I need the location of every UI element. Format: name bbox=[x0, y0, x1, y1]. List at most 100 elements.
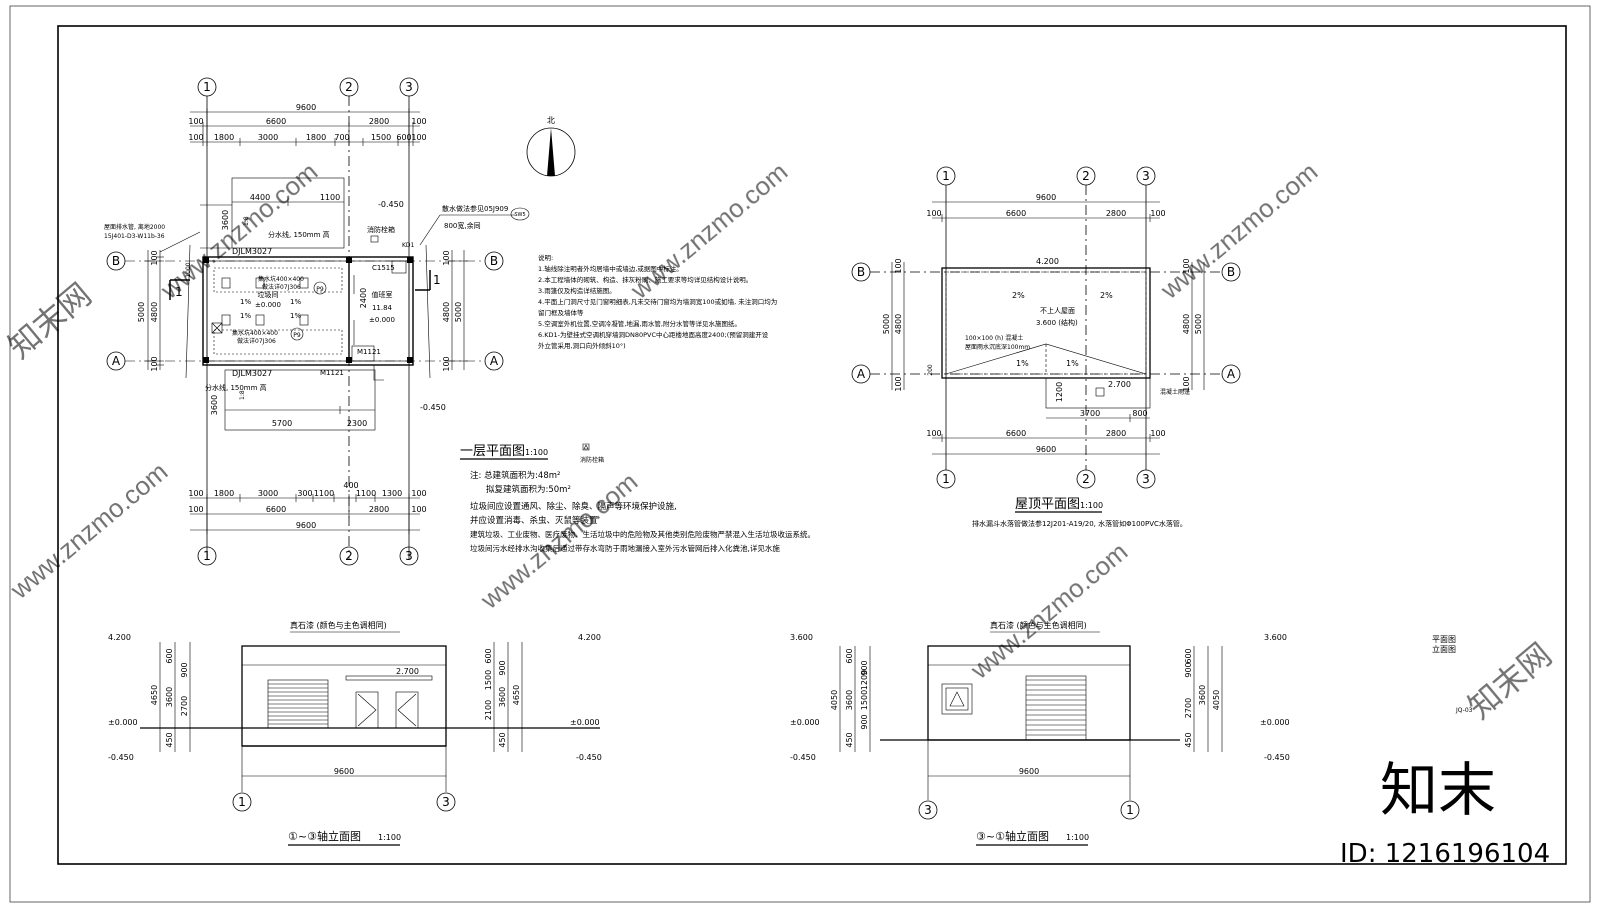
elev1-lev-base-l: -0.450 bbox=[108, 753, 134, 762]
notes-line-7: 6.KD1-为壁挂式空调机穿墙洞DN80PVC中心距楼地面高度2400;(预留洞… bbox=[538, 330, 769, 339]
plan1-bdim-s3: 300 bbox=[297, 489, 312, 498]
plan1-dim-s1: 1800 bbox=[214, 133, 234, 142]
roof-dim-outer-right: 5000 bbox=[1194, 314, 1203, 334]
elev1-rolling-door bbox=[267, 679, 329, 729]
plan1-lev-in2: ±0.000 bbox=[369, 316, 395, 324]
section-mark-right-label: 1 bbox=[433, 273, 441, 287]
plan1-door-m1121b: M1121 bbox=[320, 369, 344, 377]
roof-dim-right-top: 2800 bbox=[1106, 209, 1126, 218]
elev2-dim-g-l: 450 bbox=[845, 732, 854, 747]
roof-axis-a-right: A bbox=[1227, 367, 1236, 381]
north-label: 北 bbox=[547, 116, 555, 125]
plan1-dim-inner-right: 4800 bbox=[442, 302, 451, 322]
plan1-bdim-s2: 3000 bbox=[258, 489, 278, 498]
elev1-dim-e-l: 450 bbox=[165, 732, 174, 747]
elev2-rolling-door bbox=[1025, 675, 1087, 741]
plan1-bdim-edge: 100 bbox=[188, 489, 203, 498]
roof-dim-edge-lt: 100 bbox=[894, 258, 903, 273]
elev1-doors bbox=[355, 691, 419, 729]
area-note-3: 垃圾间应设置通风、除尘、除臭、隔声等环境保护设施, bbox=[470, 501, 677, 512]
plan1-note-right1: 散水做法参见05J909 bbox=[442, 204, 508, 213]
watermark-logo: 知末 bbox=[1380, 756, 1496, 824]
plan1-canopy-b-w1: 5700 bbox=[272, 419, 292, 428]
area-note-4: 并应设置消毒、杀虫、灭鼠等装置 bbox=[470, 515, 598, 526]
roof-axis-1: 1 bbox=[942, 169, 950, 183]
plan1-canopy-w2: 1100 bbox=[320, 193, 340, 202]
elev2-lev-base-l: -0.450 bbox=[790, 753, 816, 762]
roof-dim-1200: 1200 bbox=[1055, 382, 1064, 402]
plan1-p9-b: P9 bbox=[293, 332, 301, 339]
plan1-value-1184: 11.84 bbox=[372, 304, 393, 312]
elev2-dim-b-r: 900 bbox=[1184, 662, 1193, 677]
elev2-dim-b-l: 900 bbox=[860, 660, 869, 675]
elev1-lev-top-l: 4.200 bbox=[108, 633, 131, 642]
elev1-dim-e-r: 2100 bbox=[484, 700, 493, 720]
roof-bdim-left: 6600 bbox=[1006, 429, 1026, 438]
elev2-dim-c-l: 1200 bbox=[860, 670, 869, 690]
plan1-dim-left-top: 6600 bbox=[266, 117, 286, 126]
north-arrow: 北 bbox=[526, 116, 576, 177]
plan1-dim-outer-left: 5000 bbox=[137, 302, 146, 322]
elev2-axis-r: 1 bbox=[1126, 803, 1134, 817]
ground-floor-plan: 1 2 3 1 2 3 B A B A 9600 6600 2800 100 1… bbox=[104, 77, 604, 566]
elev1-canopy-lev: 2.700 bbox=[396, 667, 419, 676]
elev2-dim-total-l: 4050 bbox=[830, 690, 839, 710]
roof-dim-edge-lb: 100 bbox=[894, 376, 903, 391]
area-note-1: 注: 总建筑面积为:48m² bbox=[470, 470, 560, 481]
plan1-dim-edge-lt: 100 bbox=[150, 250, 159, 265]
elev2-dim-c-r: 3600 bbox=[1198, 685, 1207, 705]
plan1-note-left2: 15J401-D3-W11b-36 bbox=[104, 233, 165, 240]
plan1-door-m1121: M1121 bbox=[357, 348, 381, 356]
axis-3-label-bottom: 3 bbox=[405, 549, 413, 563]
roof-dim-edge-l: 100 bbox=[926, 209, 941, 218]
plan1-room-duty: 值班室 bbox=[372, 290, 393, 299]
area-note-5: 建筑垃圾、工业废物、医疗废物、生活垃圾中的危险物及其他类别危险废物严禁混入生活垃… bbox=[470, 529, 815, 539]
roof-dim-edge-r: 100 bbox=[1150, 209, 1165, 218]
elev2-dim-d-l: 1500 bbox=[860, 690, 869, 710]
plan1-dim-edge-rb: 100 bbox=[442, 356, 451, 371]
plan1-canopy-top bbox=[200, 177, 345, 249]
roof-note: 排水漏斗水落管做法参12J201-A19/20, 水落管如Φ100PVC水落管。 bbox=[972, 519, 1187, 528]
elev2-lev-top-l: 3.600 bbox=[790, 633, 813, 642]
roof-dim-outer-left: 5000 bbox=[882, 314, 891, 334]
elev1-dim-total-l: 4650 bbox=[150, 685, 159, 705]
plan1-dim-2400: 2400 bbox=[359, 288, 368, 308]
plan1-canopy-b-w2: 2300 bbox=[347, 419, 367, 428]
plan1-pit1b: 做法详07J306 bbox=[262, 283, 301, 291]
roof-slope3: 1% bbox=[1016, 359, 1029, 368]
plan1-slope1: 1% bbox=[240, 298, 251, 306]
plan1-bdim-s7: 1300 bbox=[382, 489, 402, 498]
plan1-dim-s5: 1500 bbox=[371, 133, 391, 142]
plan1-canopy-b-depth: 3600 bbox=[210, 395, 219, 415]
elev1-lev-zero-l: ±0.000 bbox=[108, 718, 138, 727]
roof-lev2: 3.600 (结构) bbox=[1036, 318, 1078, 327]
plan1-slope4: 1% bbox=[290, 312, 301, 320]
elev2-title: ③~①轴立面图 bbox=[976, 829, 1049, 843]
section-mark-left bbox=[169, 279, 190, 300]
notes-line-4: 4.平面上门洞尺寸见门窗明细表,凡未交待门窗均为墙洞宽100或如墙, 未注洞口均… bbox=[538, 297, 777, 306]
axis-1-label: 1 bbox=[203, 80, 211, 94]
plan1-bdim-right: 2800 bbox=[369, 505, 389, 514]
axis-2-label: 2 bbox=[345, 80, 353, 94]
area-note-6: 垃圾间污水经排水沟收集后通过带存水弯防于雨地漏接入室外污水管网后排入化粪池,详见… bbox=[470, 543, 780, 553]
roof-bdim-total: 9600 bbox=[1036, 445, 1056, 454]
plan1-dim-right-top: 2800 bbox=[369, 117, 389, 126]
elev2-dim-a-r: 600 bbox=[1184, 648, 1193, 663]
elev1-lev-top-r: 4.200 bbox=[578, 633, 601, 642]
fire-box-icon bbox=[370, 235, 379, 243]
notes-line-5: 留门框及墙体等 bbox=[538, 308, 584, 317]
elev1-width: 9600 bbox=[334, 767, 354, 776]
sheet-frame bbox=[57, 25, 1567, 865]
elev1-dim-c-l: 3600 bbox=[165, 687, 174, 707]
plan1-canopy-bottom bbox=[224, 369, 376, 431]
elev1-canopy bbox=[345, 675, 433, 681]
roof-bdim-edge-r: 100 bbox=[1150, 429, 1165, 438]
roof-bdim-right: 2800 bbox=[1106, 429, 1126, 438]
axis-3-label: 3 bbox=[405, 80, 413, 94]
plan1-dim-s2: 3000 bbox=[258, 133, 278, 142]
roof-dim-edge-rb: 100 bbox=[1182, 376, 1191, 391]
elev2-lev-base-r: -0.450 bbox=[1264, 753, 1290, 762]
sheet-outer-border bbox=[9, 5, 1591, 903]
elev1-dim-a-l: 600 bbox=[165, 648, 174, 663]
